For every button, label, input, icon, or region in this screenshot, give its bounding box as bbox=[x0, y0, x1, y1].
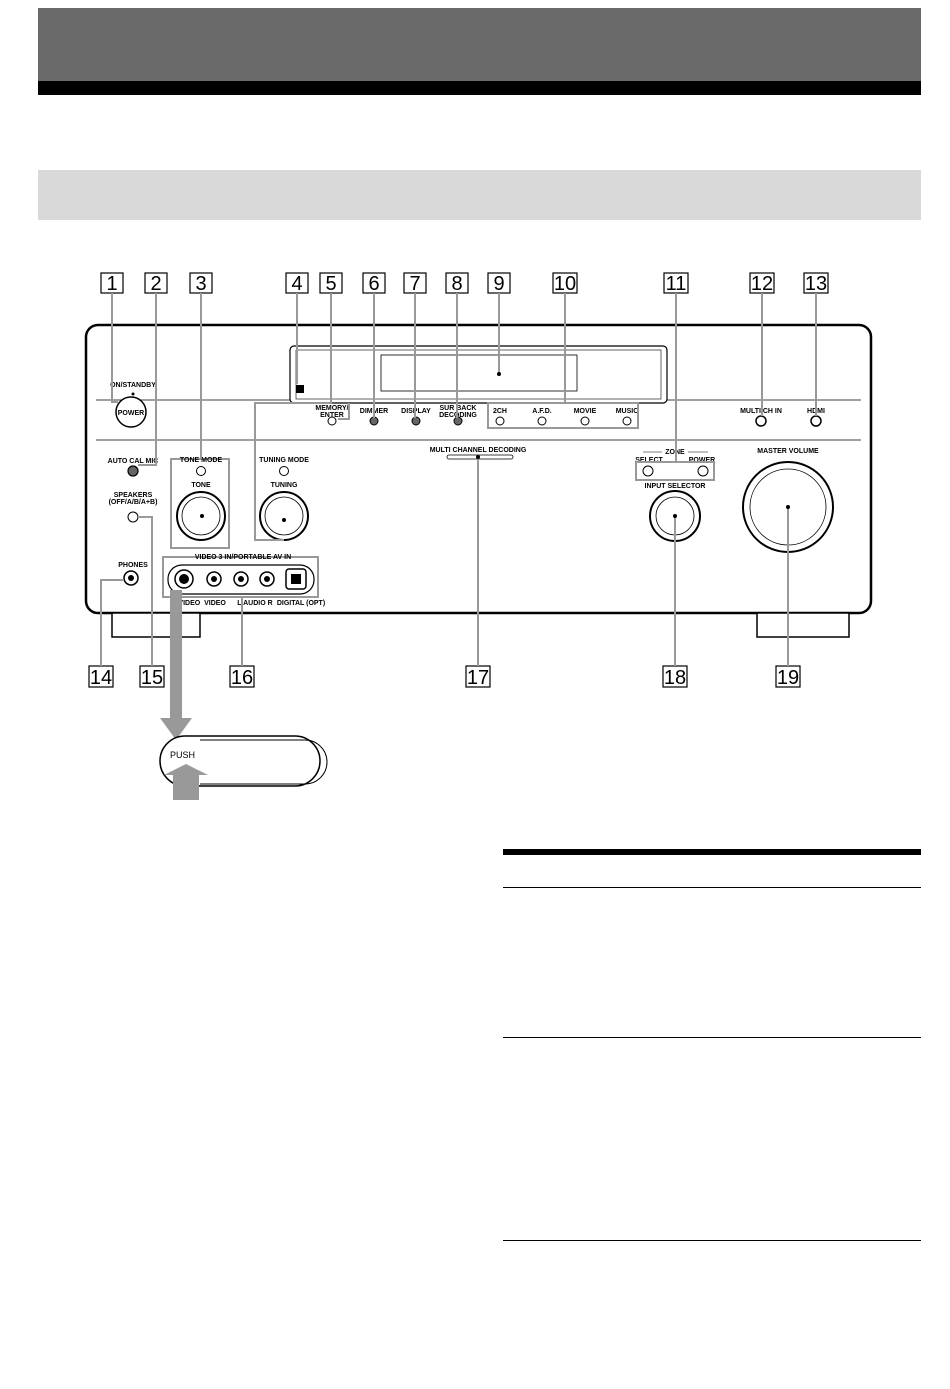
callout-14: 14 bbox=[90, 667, 112, 689]
push-label: PUSH bbox=[170, 750, 195, 760]
on-standby-label: ON/STANDBY bbox=[110, 382, 156, 389]
speakers-label-2: (OFF/A/B/A+B) bbox=[109, 499, 158, 506]
callout-11: 11 bbox=[666, 273, 687, 295]
callouts-top: 1 2 3 4 5 6 7 8 9 10 11 12 13 bbox=[100, 272, 829, 295]
leader-lines bbox=[100, 293, 817, 666]
leader-dots bbox=[200, 372, 790, 522]
section-band bbox=[38, 170, 921, 220]
callout-4: 4 bbox=[291, 273, 302, 295]
memory-label-1: MEMORY/ bbox=[315, 405, 348, 412]
music-button[interactable] bbox=[622, 416, 632, 426]
zone-power-button[interactable] bbox=[697, 465, 709, 477]
callout-13: 13 bbox=[805, 273, 827, 295]
2ch-label: 2CH bbox=[493, 408, 507, 415]
callout-8: 8 bbox=[451, 273, 462, 295]
tuning-knob[interactable] bbox=[259, 491, 309, 541]
input-selector-label: INPUT SELECTOR bbox=[645, 483, 706, 490]
sur-back-label-2: DECODING bbox=[439, 412, 477, 419]
table-rule-3 bbox=[503, 1240, 921, 1241]
video-label: VIDEO bbox=[204, 600, 226, 607]
audio-label: L AUDIO R bbox=[237, 600, 272, 607]
callout-2: 2 bbox=[150, 273, 161, 295]
multi-channel-decoding-label: MULTI CHANNEL DECODING bbox=[430, 447, 527, 454]
display-label: DISPLAY bbox=[401, 408, 431, 415]
afd-label: A.F.D. bbox=[532, 408, 552, 415]
callout-6: 6 bbox=[368, 273, 379, 295]
table-top-rule bbox=[503, 849, 921, 855]
zone-power-label: POWER bbox=[689, 457, 715, 464]
power-section: ON/STANDBY POWER bbox=[110, 382, 156, 428]
digital-opt-label: DIGITAL (OPT) bbox=[277, 600, 325, 607]
memory-label-2: ENTER bbox=[320, 412, 344, 419]
callout-17: 17 bbox=[467, 667, 489, 689]
table-rule-1 bbox=[503, 887, 921, 888]
tuning-label: TUNING bbox=[271, 482, 298, 489]
video3-input: VIDEO 3 IN/PORTABLE AV IN S VIDEO VIDEO … bbox=[162, 554, 325, 607]
phones-label: PHONES bbox=[118, 562, 148, 569]
dimmer-button[interactable] bbox=[369, 416, 379, 426]
push-cover: PUSH bbox=[159, 590, 328, 800]
power-label: POWER bbox=[118, 410, 144, 417]
header-rule bbox=[38, 81, 921, 95]
tuning-mode-button[interactable] bbox=[279, 466, 289, 476]
power-button[interactable] bbox=[115, 396, 147, 428]
callout-1: 1 bbox=[106, 273, 117, 295]
afd-button[interactable] bbox=[537, 416, 547, 426]
right-controls: MULTI CHANNEL DECODING ZONE SELECT POWER… bbox=[430, 447, 834, 553]
callout-9: 9 bbox=[493, 273, 504, 295]
sur-back-button[interactable] bbox=[453, 416, 463, 426]
movie-button[interactable] bbox=[580, 416, 590, 426]
front-panel-diagram: 1 2 3 4 5 6 7 8 9 10 11 12 13 14 15 16 1… bbox=[84, 272, 873, 800]
hdmi-button[interactable] bbox=[810, 415, 822, 427]
callout-19: 19 bbox=[777, 667, 799, 689]
callout-7: 7 bbox=[409, 273, 420, 295]
tuning-mode-label: TUNING MODE bbox=[259, 457, 309, 464]
callout-18: 18 bbox=[664, 667, 686, 689]
s-video-label: S VIDEO bbox=[172, 600, 201, 607]
video3-label: VIDEO 3 IN/PORTABLE AV IN bbox=[195, 554, 291, 561]
multi-ch-in-button[interactable] bbox=[755, 415, 767, 427]
tone-label: TONE bbox=[191, 482, 211, 489]
display-button[interactable] bbox=[411, 416, 421, 426]
music-label: MUSIC bbox=[616, 408, 639, 415]
callout-3: 3 bbox=[195, 273, 206, 295]
zone-select-button[interactable] bbox=[642, 465, 654, 477]
2ch-button[interactable] bbox=[495, 416, 505, 426]
callout-5: 5 bbox=[325, 273, 336, 295]
master-volume-label: MASTER VOLUME bbox=[757, 448, 819, 455]
movie-label: MOVIE bbox=[574, 408, 597, 415]
tone-mode-button[interactable] bbox=[196, 466, 206, 476]
header-band bbox=[38, 8, 921, 81]
callouts-bottom: 14 15 16 17 18 19 bbox=[88, 665, 801, 689]
callout-10: 10 bbox=[554, 273, 576, 295]
callout-16: 16 bbox=[231, 667, 253, 689]
auto-cal-mic-label: AUTO CAL MIC bbox=[108, 458, 159, 465]
zone-select-label: SELECT bbox=[635, 457, 663, 464]
left-controls: AUTO CAL MIC SPEAKERS (OFF/A/B/A+B) PHON… bbox=[108, 458, 159, 586]
table-rule-2 bbox=[503, 1037, 921, 1038]
memory-enter-button[interactable] bbox=[327, 416, 337, 426]
auto-cal-mic-jack[interactable] bbox=[127, 465, 139, 477]
callout-15: 15 bbox=[141, 667, 163, 689]
speakers-button[interactable] bbox=[127, 511, 139, 523]
speakers-label-1: SPEAKERS bbox=[114, 492, 153, 499]
callout-12: 12 bbox=[751, 273, 773, 295]
tone-mode-label: TONE MODE bbox=[180, 457, 223, 464]
